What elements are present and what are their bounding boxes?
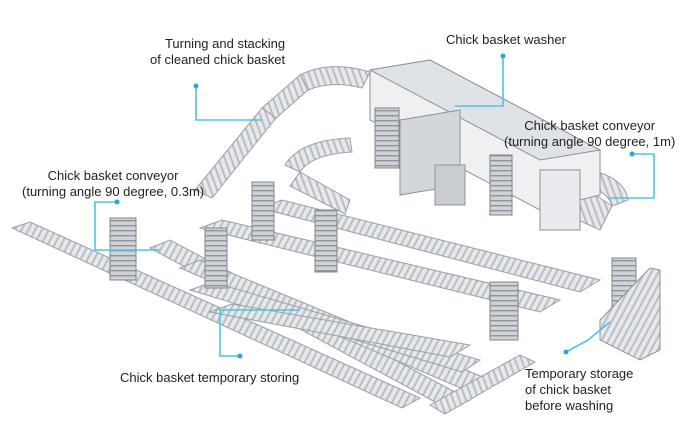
callout-temporary-storing: Chick basket temporary storing xyxy=(120,370,299,386)
callout-temporary-storage: Temporary storage of chick basket before… xyxy=(525,366,633,414)
callout-line: before washing xyxy=(525,398,614,413)
callout-line: Turning and stacking xyxy=(164,36,286,51)
callout-turning-stacking: Turning and stacking of cleaned chick ba… xyxy=(150,36,285,68)
leader-lines xyxy=(94,56,655,357)
callout-line: (turning angle 90 degree, 0.3m) xyxy=(22,184,205,199)
callout-line: of cleaned chick basket xyxy=(150,52,286,67)
callout-conveyor-03m: Chick basket conveyor (turning angle 90 … xyxy=(22,168,204,200)
callout-conveyor-1m: Chick basket conveyor (turning angle 90 … xyxy=(504,118,675,150)
callout-line: Temporary storage xyxy=(525,366,634,381)
callout-line: Chick basket conveyor xyxy=(524,118,656,133)
callout-line: (turning angle 90 degree, 1m) xyxy=(504,134,676,149)
turning-conveyor-loop xyxy=(194,66,629,231)
callout-line: Chick basket washer xyxy=(446,32,566,47)
callout-line: Chick basket conveyor xyxy=(47,168,179,183)
basket-washer-machine xyxy=(368,59,602,231)
callout-line: of chick basket xyxy=(525,382,611,397)
temporary-storage-platform xyxy=(599,267,661,361)
lower-conveyor xyxy=(429,354,537,415)
leader-dots xyxy=(114,53,635,359)
callout-washer: Chick basket washer xyxy=(446,32,566,48)
callout-line: Chick basket temporary storing xyxy=(120,370,300,385)
